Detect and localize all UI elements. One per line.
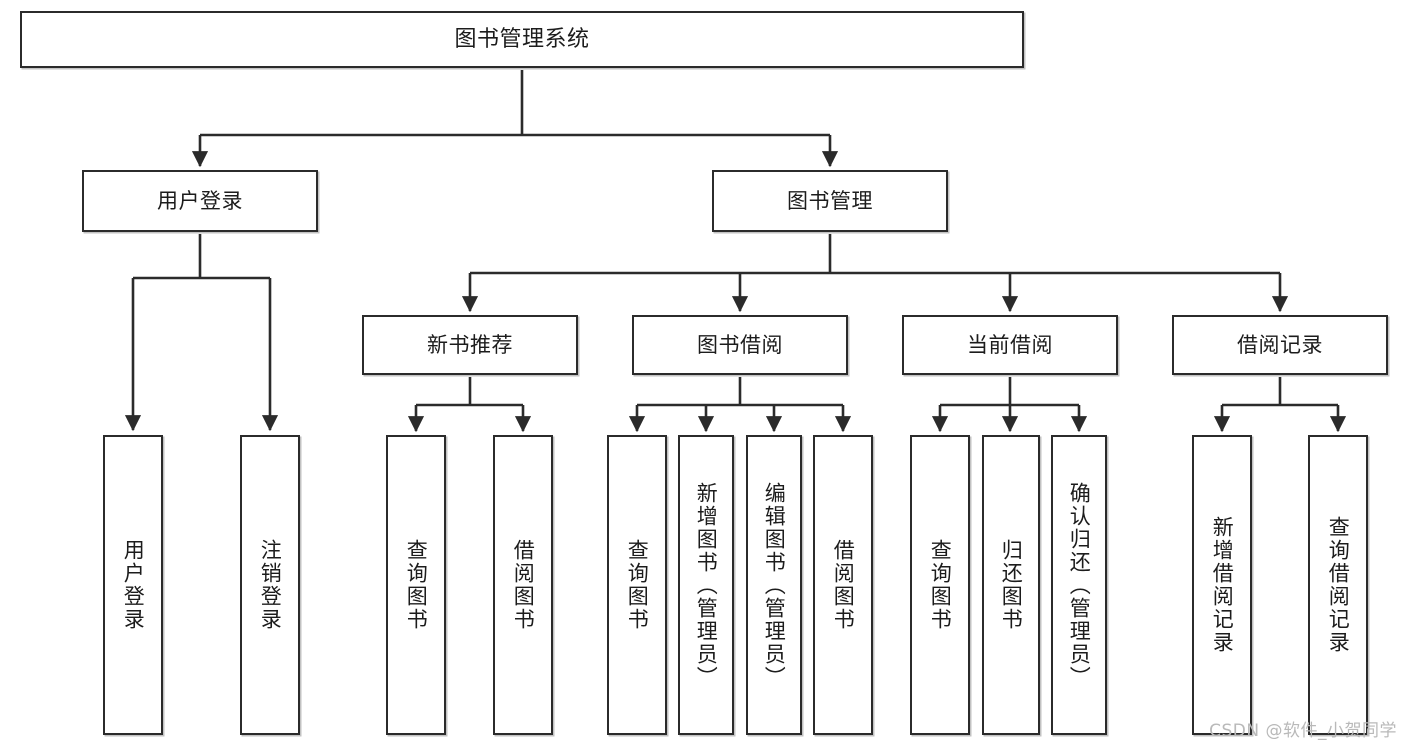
node-label: 图书借阅 bbox=[697, 332, 783, 357]
node-label: 借阅图书 bbox=[511, 539, 536, 631]
leaf-record-query-borrow-record[interactable]: 查询借阅记录 bbox=[1308, 435, 1368, 735]
node-label: 注销登录 bbox=[258, 539, 283, 631]
node-label: 借阅记录 bbox=[1237, 332, 1323, 357]
node-label: 图书管理 bbox=[787, 188, 873, 213]
leaf-borrow-query-book[interactable]: 查询图书 bbox=[607, 435, 667, 735]
leaf-newbook-borrow-book[interactable]: 借阅图书 bbox=[493, 435, 553, 735]
node-label: 用户登录 bbox=[157, 188, 243, 213]
leaf-user-login[interactable]: 用户登录 bbox=[103, 435, 163, 735]
node-label: 用户登录 bbox=[121, 539, 146, 631]
node-label: 图书管理系统 bbox=[454, 26, 590, 52]
node-label: 新增图书（管理员） bbox=[694, 481, 719, 689]
node-label: 查询图书 bbox=[625, 539, 650, 631]
leaf-newbook-query-book[interactable]: 查询图书 bbox=[386, 435, 446, 735]
leaf-borrow-add-book-admin[interactable]: 新增图书（管理员） bbox=[678, 435, 734, 735]
csdn-watermark: CSDN @软件_小贺同学 bbox=[1209, 721, 1397, 741]
node-current-borrow[interactable]: 当前借阅 bbox=[902, 315, 1118, 375]
node-label: 查询图书 bbox=[404, 539, 429, 631]
node-label: 查询借阅记录 bbox=[1326, 516, 1351, 654]
node-label: 新增借阅记录 bbox=[1210, 516, 1235, 654]
leaf-borrow-edit-book-admin[interactable]: 编辑图书（管理员） bbox=[746, 435, 802, 735]
node-label: 查询图书 bbox=[928, 539, 953, 631]
leaf-current-return-book[interactable]: 归还图书 bbox=[982, 435, 1040, 735]
node-label: 当前借阅 bbox=[967, 332, 1053, 357]
node-new-book-recommend[interactable]: 新书推荐 bbox=[362, 315, 578, 375]
node-book-management[interactable]: 图书管理 bbox=[712, 170, 948, 232]
node-label: 编辑图书（管理员） bbox=[762, 481, 787, 689]
leaf-current-query-book[interactable]: 查询图书 bbox=[910, 435, 970, 735]
leaf-borrow-lend-book[interactable]: 借阅图书 bbox=[813, 435, 873, 735]
leaf-current-confirm-return-admin[interactable]: 确认归还（管理员） bbox=[1051, 435, 1107, 735]
node-label: 归还图书 bbox=[999, 539, 1024, 631]
node-label: 确认归还（管理员） bbox=[1067, 481, 1092, 689]
node-root-system[interactable]: 图书管理系统 bbox=[20, 11, 1024, 68]
node-borrow-record[interactable]: 借阅记录 bbox=[1172, 315, 1388, 375]
node-book-borrow[interactable]: 图书借阅 bbox=[632, 315, 848, 375]
node-label: 借阅图书 bbox=[831, 539, 856, 631]
leaf-record-add-borrow-record[interactable]: 新增借阅记录 bbox=[1192, 435, 1252, 735]
node-label: 新书推荐 bbox=[427, 332, 513, 357]
node-user-login[interactable]: 用户登录 bbox=[82, 170, 318, 232]
leaf-user-logout[interactable]: 注销登录 bbox=[240, 435, 300, 735]
